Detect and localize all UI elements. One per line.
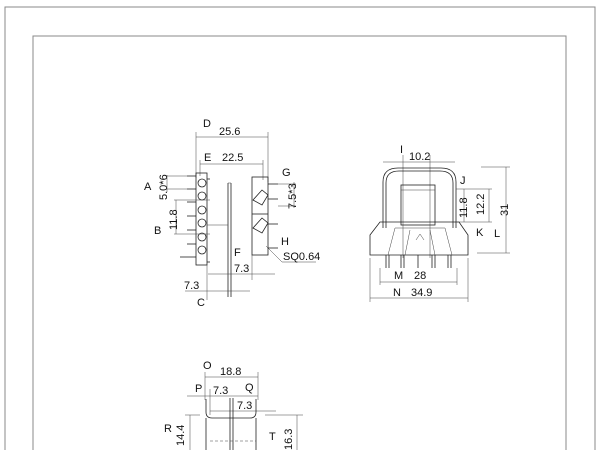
dim-height-r: 14.4 xyxy=(175,425,187,446)
label-c: C xyxy=(197,297,205,309)
bottom-view: O 18.8 P 7.3 Q 7.3 R 14.4 T 16.3 xyxy=(164,360,303,450)
dim-right-section: 7.3 xyxy=(237,400,252,412)
dim-overall-width-front: 34.9 xyxy=(411,287,432,299)
dim-overall-width-bottom: 18.8 xyxy=(220,366,241,378)
dim-core-height: 12.2 xyxy=(475,194,487,215)
dim-pin-pitch-right: 7.5*3 xyxy=(287,183,299,209)
inner-frame xyxy=(32,35,567,450)
label-n: N xyxy=(393,287,401,299)
dim-flange-offset: 7.3 xyxy=(234,263,249,275)
label-j: J xyxy=(460,175,466,187)
dim-overall-width: 25.6 xyxy=(219,126,240,138)
label-g: G xyxy=(282,167,291,179)
dim-pin-span: 11.8 xyxy=(168,209,180,230)
side-view: D 25.6 E 22.5 A 5.0*6 11.8 B G 7.5*3 H S… xyxy=(144,118,320,309)
dim-core-width: 10.2 xyxy=(409,151,430,163)
label-r: R xyxy=(164,423,172,435)
label-p: P xyxy=(195,383,202,395)
label-l: L xyxy=(494,228,500,240)
label-h: H xyxy=(281,236,289,248)
dim-left-offset: 7.3 xyxy=(184,280,199,292)
label-t: T xyxy=(269,431,276,443)
label-f: F xyxy=(234,247,241,259)
label-q: Q xyxy=(245,382,254,394)
dim-pin-pitch-left: 5.0*6 xyxy=(158,174,170,200)
dim-left-section: 7.3 xyxy=(213,385,228,397)
dim-overall-height: 31 xyxy=(499,204,511,216)
outer-frame xyxy=(4,6,596,450)
dim-pin-size: SQ0.64 xyxy=(283,251,320,263)
front-view: I 10.2 J 11.8 12.2 K L 31 M 28 N 34.9 xyxy=(369,144,511,302)
label-d: D xyxy=(203,118,211,130)
dim-inner-width: 22.5 xyxy=(222,152,243,164)
label-i: I xyxy=(400,144,403,156)
dim-height-t: 16.3 xyxy=(283,429,295,450)
label-e: E xyxy=(204,152,211,164)
dim-pin-row-width: 28 xyxy=(414,270,426,282)
dim-window-height: 11.8 xyxy=(458,197,470,218)
label-b: B xyxy=(154,225,161,237)
label-k: K xyxy=(476,227,484,239)
label-o: O xyxy=(203,360,212,372)
label-m: M xyxy=(394,270,403,282)
label-a: A xyxy=(144,181,152,193)
